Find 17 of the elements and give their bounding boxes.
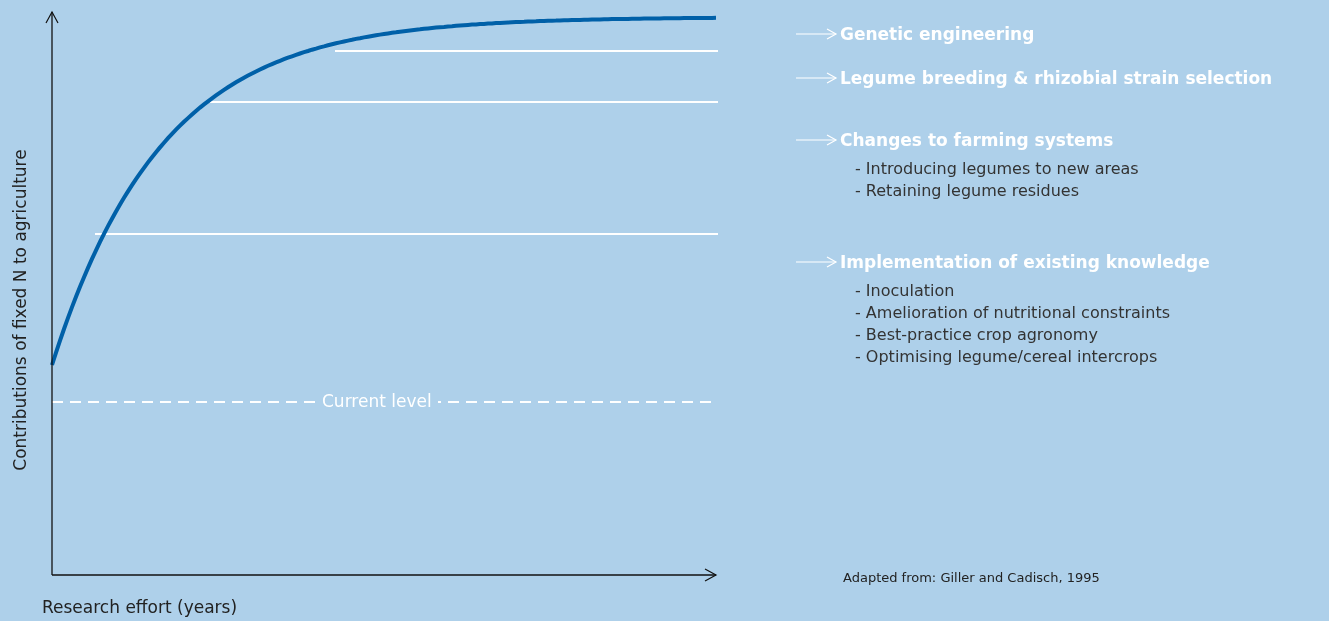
source-note: Adapted from: Giller and Cadisch, 1995 (843, 570, 1100, 585)
list-item: - Optimising legume/cereal intercrops (854, 346, 1159, 368)
list-item: - Inoculation (854, 280, 956, 302)
arrow (795, 256, 837, 268)
heading-text: Implementation of existing knowledge (840, 251, 1210, 273)
list-item: - Introducing legumes to new areas (854, 158, 1139, 180)
heading-text: Genetic engineering (840, 23, 1035, 45)
list-item: - Retaining legume residues (854, 180, 1081, 202)
list-item: - Best-practice crop agronomy (854, 324, 1099, 346)
arrow (795, 134, 837, 146)
list-item: - Amelioration of nutritional constraints (854, 302, 1171, 324)
axis-title: Research effort (years) (42, 597, 238, 617)
heading-text: Legume breeding & rhizobial strain selection (840, 67, 1273, 89)
heading-text: Changes to farming systems (840, 129, 1115, 151)
arrow (795, 28, 837, 40)
axis-title: Contributions of fixed N to agriculture (10, 148, 30, 473)
arrow (795, 72, 837, 84)
